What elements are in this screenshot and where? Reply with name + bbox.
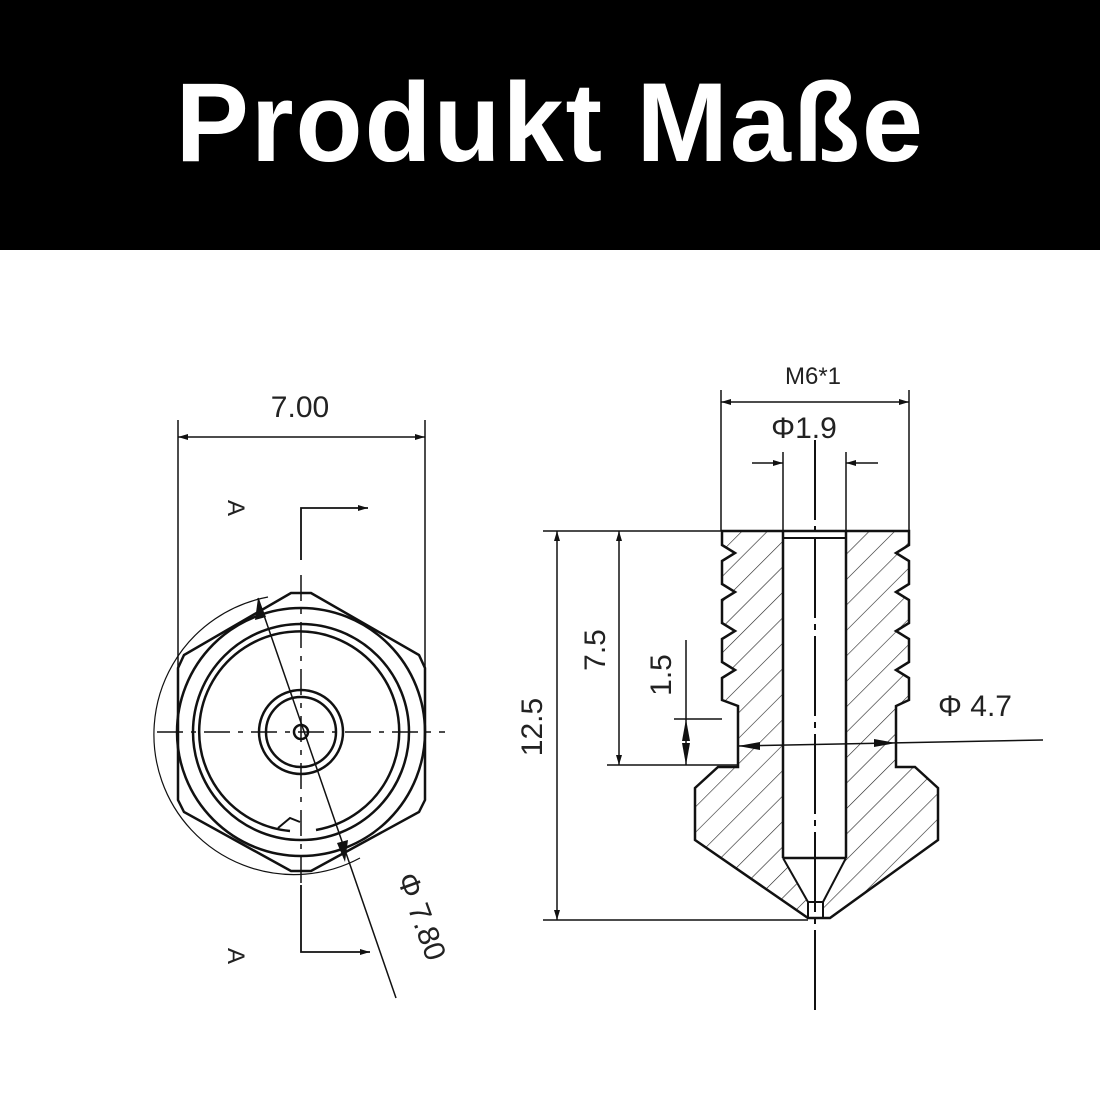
thread-height-label: 7.5 <box>579 629 612 671</box>
page-title: Produkt Maße <box>175 59 925 185</box>
bore-dimension-label: Φ1.9 <box>771 412 837 445</box>
section-label-bottom: A <box>222 948 249 964</box>
width-dimension-label: 7.00 <box>271 391 329 424</box>
collar-height-label: 1.5 <box>645 654 678 696</box>
outer-diameter-label: Φ 4.7 <box>938 690 1012 723</box>
diameter-dimension-label: Φ 7.80 <box>390 869 452 965</box>
diameter-leader <box>257 597 397 999</box>
section-label-top: A <box>222 500 249 516</box>
section-arrow-top <box>300 505 368 560</box>
hexagon-outline <box>176 591 427 873</box>
technical-drawing: 7.00 A A Φ 7.80 <box>0 250 1100 1100</box>
total-height-label: 12.5 <box>516 698 549 756</box>
section-arrow-bottom <box>300 885 370 955</box>
front-view <box>153 420 445 999</box>
thread-dimension-label: M6*1 <box>785 363 841 390</box>
header-banner: Produkt Maße <box>0 0 1100 250</box>
